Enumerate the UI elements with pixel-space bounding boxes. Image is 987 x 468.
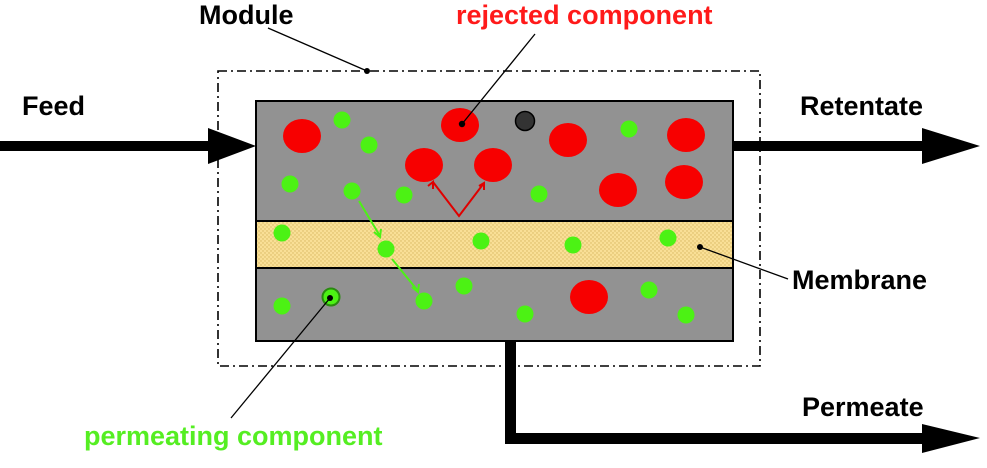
permeating-particles [273,111,695,324]
permeating-particle [455,277,473,295]
permeating-particle [620,120,638,138]
rejected-particle [570,280,608,314]
permeating-particle [273,224,291,242]
leader-dots [327,68,703,301]
rejected-particle [665,165,703,199]
rejected-particle [599,173,637,207]
permeate-arrow [505,340,980,453]
feed-arrow [0,128,256,164]
rejection-arrows [427,179,485,218]
permeating-particle [415,292,433,310]
permeating-particle [659,229,677,247]
permeating-particle [677,306,695,324]
permeating-particle [472,232,490,250]
membrane-layer [255,220,734,269]
membrane-leader [699,246,789,280]
dark-particle [514,110,536,132]
module-label: Module [199,0,294,30]
permeating-leader [230,297,331,419]
rejected-particle [667,118,705,152]
permeating-component-label: permeating component [84,421,383,451]
retentate-label: Retentate [800,91,924,121]
permeating-particle [360,136,378,154]
permeating-particle [564,236,582,254]
permeating-particle [530,185,548,203]
rejected-leader [461,33,536,125]
rejected-component-label: rejected component [456,0,713,30]
retentate-arrow [733,128,980,164]
permeating-particle [377,240,395,258]
module-boundary [217,70,761,367]
permeating-particle [273,297,291,315]
module-leader [267,27,368,72]
leader-lines [230,27,789,419]
membrane-label: Membrane [792,265,928,295]
rejected-particles [283,108,705,314]
rejected-particle [474,148,512,182]
permeating-particle [281,175,299,193]
rejected-particle [549,123,587,157]
permeating-particle [640,281,658,299]
permeating-particle [333,111,351,129]
permeate-label: Permeate [802,392,924,422]
permeating-particle [395,186,413,204]
feed-label: Feed [22,91,86,121]
rejected-particle [405,148,443,182]
rejected-particle [283,119,321,153]
permeating-particle [343,182,361,200]
permeating-particle [516,305,534,323]
permeation-arrows [358,200,420,294]
